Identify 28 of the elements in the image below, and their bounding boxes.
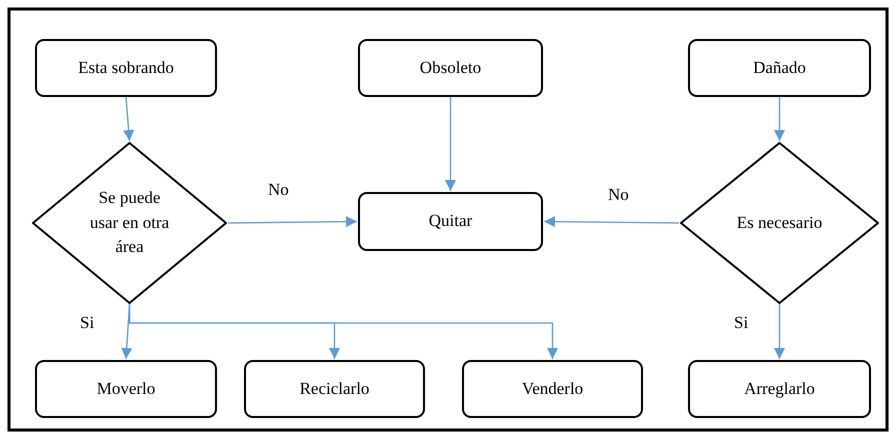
- arrow: [228, 216, 357, 228]
- arrow: [544, 216, 679, 228]
- node-text: Arreglarlo: [744, 378, 815, 400]
- node-text: Quitar: [428, 210, 472, 232]
- decision-diamond: [680, 142, 879, 304]
- arrow: [774, 97, 785, 141]
- node-text: Esta sobrando: [78, 56, 174, 79]
- process-box: [358, 192, 543, 251]
- node-text: Venderlo: [522, 378, 584, 400]
- process-box: [35, 360, 217, 418]
- process-box: [462, 360, 643, 418]
- node-text: Es necesario: [736, 212, 822, 234]
- node-text: Dañado: [753, 56, 806, 79]
- decision-diamond: [32, 142, 227, 304]
- node-text: Obsoleto: [420, 56, 482, 79]
- process-box: [244, 360, 425, 418]
- arrow: [121, 304, 132, 360]
- arrow: [445, 97, 456, 191]
- node-text: Se puede usar en otra área: [88, 187, 170, 258]
- arrow: [128, 304, 558, 359]
- arrow: [123, 96, 134, 142]
- process-box: [688, 360, 871, 418]
- node-text: Reciclarlo: [300, 378, 370, 400]
- node-text: Moverlo: [96, 378, 156, 400]
- arrow: [774, 304, 785, 359]
- process-box: [688, 39, 871, 97]
- process-box: [358, 39, 543, 97]
- process-box: [35, 39, 217, 97]
